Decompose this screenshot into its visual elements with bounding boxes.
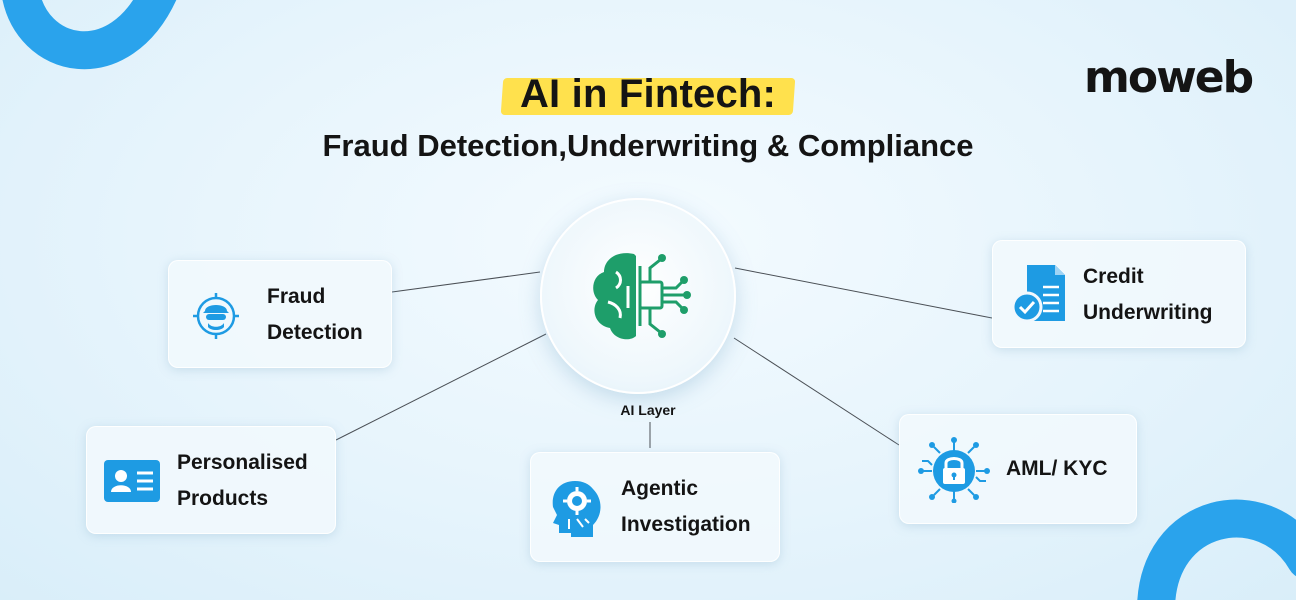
- line-to-credit: [734, 267, 993, 319]
- fraud-label-line2: Detection: [267, 321, 363, 344]
- document-check-icon: [1011, 265, 1065, 323]
- node-personalised-products: Personalised Products: [86, 426, 336, 534]
- subtitle: Fraud Detection,Underwriting & Complianc…: [322, 128, 974, 163]
- aml-label-line1: AML/ KYC: [1006, 457, 1108, 480]
- line-to-aml: [733, 337, 900, 446]
- node-fraud-detection: Fraud Detection: [168, 260, 392, 368]
- id-card-icon: [104, 460, 160, 502]
- bottom-right-arc-decoration: [1137, 499, 1296, 600]
- agentic-label-line2: Investigation: [621, 513, 751, 536]
- top-left-arc-decoration: [2, 0, 177, 70]
- hacker-target-icon: [193, 293, 239, 339]
- agentic-label-line1: Agentic: [621, 477, 699, 500]
- fraud-label-line1: Fraud: [267, 285, 326, 308]
- credit-label-line2: Underwriting: [1083, 301, 1213, 324]
- node-aml-kyc: AML/ KYC: [899, 414, 1137, 524]
- circuit-lock-icon: [918, 437, 990, 503]
- title-container: AI in Fintech:: [0, 68, 1296, 119]
- main-title: AI in Fintech:: [502, 68, 794, 119]
- node-agentic-investigation: Agentic Investigation: [530, 452, 780, 562]
- hub-label: AI Layer: [620, 402, 676, 418]
- node-credit-underwriting: Credit Underwriting: [992, 240, 1246, 348]
- personalised-label-line2: Products: [177, 487, 269, 510]
- ai-hub-circle: [540, 198, 736, 394]
- personalised-label-line1: Personalised: [177, 451, 308, 474]
- moweb-logo: moweb: [1084, 52, 1254, 103]
- line-to-fraud: [391, 271, 541, 293]
- line-to-personalised: [335, 333, 547, 441]
- credit-label-line1: Credit: [1083, 265, 1144, 288]
- head-gear-icon: [552, 481, 601, 537]
- brain-circuit-icon: [593, 253, 691, 340]
